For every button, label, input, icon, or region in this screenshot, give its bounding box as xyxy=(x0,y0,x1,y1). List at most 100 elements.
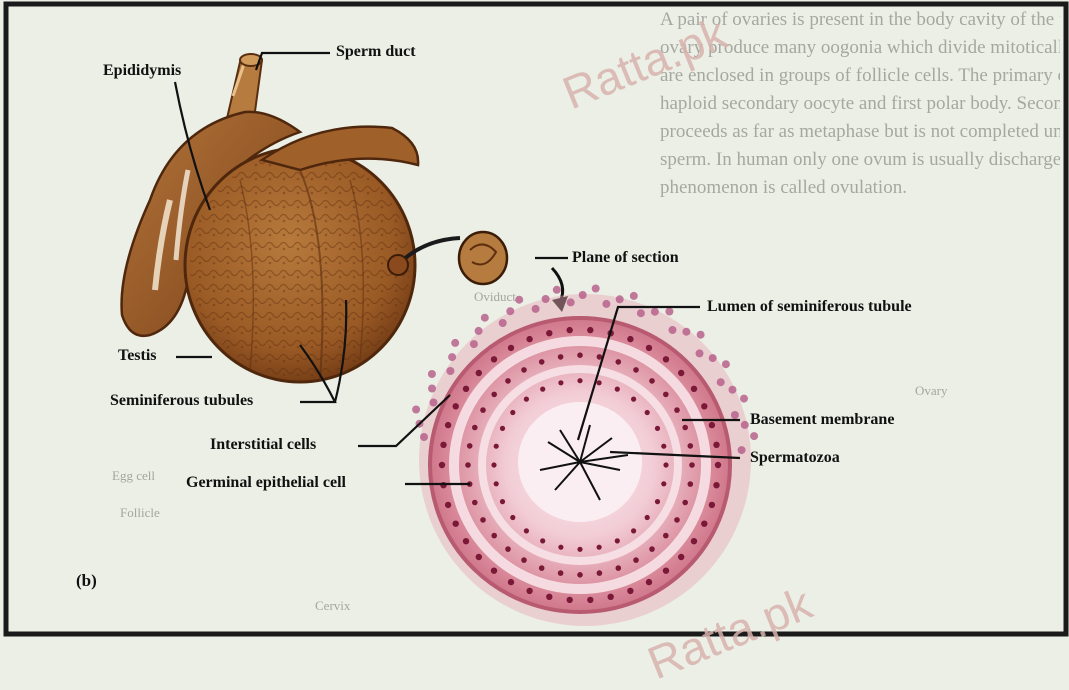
nucleus-dot xyxy=(491,568,497,574)
label-interstitial-cells: Interstitial cells xyxy=(210,436,316,454)
nucleus-dot xyxy=(445,502,451,508)
nucleus-dot xyxy=(655,499,660,504)
nucleus-dot xyxy=(453,521,459,527)
nucleus-dot xyxy=(500,499,505,504)
nucleus-dot xyxy=(661,444,666,449)
nucleus-dot xyxy=(524,397,529,402)
interstitial-cell-dot xyxy=(630,292,638,300)
nucleus-dot xyxy=(577,352,583,358)
nucleus-dot xyxy=(491,356,497,362)
label-basement-membrane: Basement membrane xyxy=(750,411,894,429)
nucleus-dot xyxy=(597,570,603,576)
nucleus-dot xyxy=(472,500,478,506)
nucleus-dot xyxy=(453,403,459,409)
nucleus-dot xyxy=(616,359,622,365)
nucleus-dot xyxy=(608,594,614,600)
nucleus-dot xyxy=(567,327,573,333)
nucleus-dot xyxy=(627,336,633,342)
plane-of-section-cylinder xyxy=(459,232,507,284)
nucleus-dot xyxy=(463,538,469,544)
interstitial-cell-dot xyxy=(738,446,746,454)
tubule-cross-section xyxy=(419,294,751,626)
nucleus-dot xyxy=(709,422,715,428)
nucleus-dot xyxy=(633,557,639,563)
nucleus-dot xyxy=(663,533,669,539)
nucleus-dot xyxy=(491,533,497,539)
nucleus-dot xyxy=(540,387,545,392)
label-testis: Testis xyxy=(118,347,157,365)
interstitial-cell-dot xyxy=(532,305,540,313)
nucleus-dot xyxy=(663,462,668,467)
nucleus-dot xyxy=(689,462,695,468)
interstitial-cell-dot xyxy=(430,399,438,407)
nucleus-dot xyxy=(627,588,633,594)
interstitial-cell-dot xyxy=(481,314,489,322)
label-germinal-epithelial-cell: Germinal epithelial cell xyxy=(186,474,346,492)
interstitial-cell-dot xyxy=(420,433,428,441)
nucleus-dot xyxy=(631,528,636,533)
nucleus-dot xyxy=(713,442,719,448)
interstitial-cell-dot xyxy=(506,307,514,315)
label-sperm-duct: Sperm duct xyxy=(336,43,416,61)
sample-spot xyxy=(388,255,408,275)
nucleus-dot xyxy=(663,392,669,398)
nucleus-dot xyxy=(709,502,715,508)
label-spermatozoa: Spermatozoa xyxy=(750,449,840,467)
interstitial-cell-dot xyxy=(697,331,705,339)
interstitial-cell-dot xyxy=(542,295,550,303)
nucleus-dot xyxy=(500,426,505,431)
nucleus-dot xyxy=(445,422,451,428)
nucleus-dot xyxy=(508,579,514,585)
interstitial-cell-dot xyxy=(446,367,454,375)
interstitial-cell-dot xyxy=(499,319,507,327)
nucleus-dot xyxy=(558,570,564,576)
nucleus-dot xyxy=(633,367,639,373)
nucleus-dot xyxy=(587,327,593,333)
nucleus-dot xyxy=(645,515,650,520)
nucleus-dot xyxy=(558,545,563,550)
nucleus-dot xyxy=(494,444,499,449)
nucleus-dot xyxy=(661,481,666,486)
interstitial-cell-dot xyxy=(665,308,673,316)
interstitial-cell-dot xyxy=(592,285,600,293)
nucleus-dot xyxy=(597,380,602,385)
nucleus-dot xyxy=(674,407,680,413)
nucleus-dot xyxy=(463,386,469,392)
nucleus-dot xyxy=(663,356,669,362)
nucleus-dot xyxy=(688,481,694,487)
nucleus-dot xyxy=(526,336,532,342)
interstitial-cell-dot xyxy=(451,339,459,347)
nucleus-dot xyxy=(577,547,582,552)
label-lumen: Lumen of seminiferous tubule xyxy=(707,298,912,316)
leader-sperm-duct xyxy=(256,53,330,70)
nucleus-dot xyxy=(577,378,582,383)
interstitial-cell-dot xyxy=(412,406,420,414)
nucleus-dot xyxy=(510,515,515,520)
nucleus-dot xyxy=(476,370,482,376)
nucleus-dot xyxy=(691,538,697,544)
nucleus-dot xyxy=(649,378,655,384)
nucleus-dot xyxy=(558,380,563,385)
testis-diagram xyxy=(0,0,1069,640)
nucleus-dot xyxy=(691,386,697,392)
interstitial-cell-dot xyxy=(515,296,523,304)
interstitial-cell-dot xyxy=(696,349,704,357)
interstitial-cell-dot xyxy=(722,360,730,368)
nucleus-dot xyxy=(663,568,669,574)
nucleus-dot xyxy=(505,546,511,552)
interstitial-cell-dot xyxy=(553,286,561,294)
nucleus-dot xyxy=(491,462,496,467)
interstitial-cell-dot xyxy=(750,432,758,440)
interstitial-cell-dot xyxy=(616,295,624,303)
interstitial-cell-dot xyxy=(567,298,575,306)
nucleus-dot xyxy=(494,481,499,486)
nucleus-dot xyxy=(674,517,680,523)
interstitial-cell-dot xyxy=(475,327,483,335)
nucleus-dot xyxy=(521,367,527,373)
nucleus-dot xyxy=(539,359,545,365)
nucleus-dot xyxy=(701,403,707,409)
nucleus-dot xyxy=(467,443,473,449)
nucleus-dot xyxy=(465,462,471,468)
nucleus-dot xyxy=(678,370,684,376)
label-plane-of-section: Plane of section xyxy=(572,249,679,267)
